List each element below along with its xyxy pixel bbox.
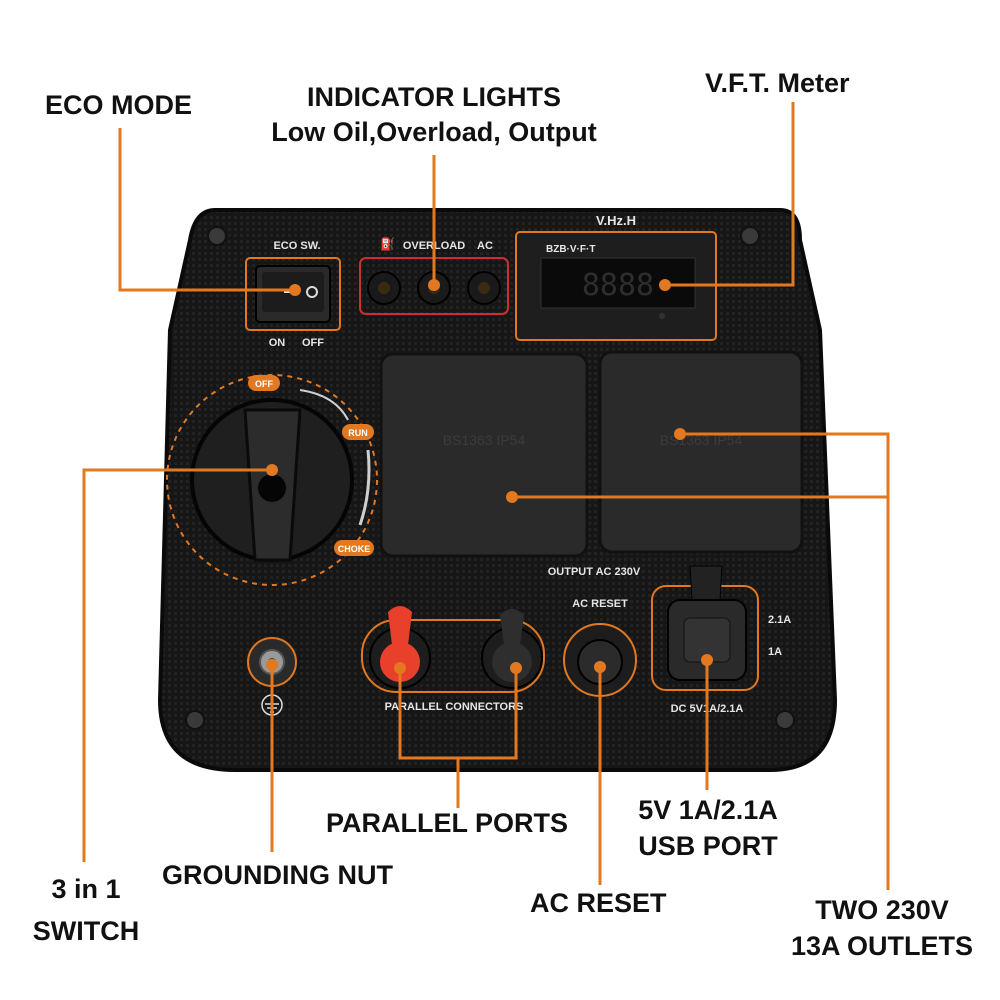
overload-label: OVERLOAD — [403, 240, 465, 252]
ac-reset-button: AC RESET — [563, 598, 637, 697]
indicator-lights-callout: INDICATOR LIGHTS Low Oil,Overload, Outpu… — [243, 80, 625, 150]
outlet-2-text: BS1363 IP54 — [660, 432, 743, 448]
dc-label: DC 5V1A/2.1A — [671, 703, 744, 715]
ac-label: AC — [477, 240, 493, 252]
parallel-ports-callout: PARALLEL PORTS — [326, 808, 569, 838]
meter-header: V.Hz.H — [596, 213, 636, 228]
ac-outlet-1: BS1363 IP54 — [379, 352, 589, 558]
oil-can-icon: ⛽ — [380, 237, 395, 251]
usb-port-callout: 5V 1A/2.1A USB PORT — [628, 792, 788, 864]
outlet-1-text: BS1363 IP54 — [443, 432, 526, 448]
meter-brand: BZB·V·F·T — [546, 244, 595, 255]
usb-callout-line-1: 5V 1A/2.1A — [638, 795, 778, 825]
usb-callout-line-2: USB PORT — [638, 831, 778, 861]
outlets-callout-line-2: 13A OUTLETS — [790, 931, 974, 961]
switch-callout-line-2: SWITCH — [32, 916, 140, 946]
usb-21a-label: 2.1A — [768, 614, 791, 626]
grounding-nut-callout: GROUNDING NUT — [162, 860, 393, 890]
ac-outlet-2: BS1363 IP54 — [598, 350, 804, 554]
dial-run-label: RUN — [348, 428, 368, 438]
eco-sw-label: ECO SW. — [273, 240, 320, 252]
callout-leader-lines — [82, 102, 890, 890]
eco-mode-callout: ECO MODE — [45, 90, 193, 120]
ground-symbol-icon — [261, 694, 283, 716]
dial-choke-label: CHOKE — [338, 544, 371, 554]
vft-meter-callout: V.F.T. Meter — [705, 68, 850, 98]
grounding-nut — [247, 637, 297, 716]
three-in-one-dial: OFF RUN CHOKE — [166, 374, 378, 586]
usb-1a-label: 1A — [768, 646, 782, 658]
dial-off-label: OFF — [255, 379, 273, 389]
eco-on-label: ON — [269, 337, 286, 349]
ac-reset-callout: AC RESET — [530, 888, 667, 918]
eco-switch: ECO SW. ON OFF — [245, 240, 341, 349]
vft-meter: V.Hz.H BZB·V·F·T 8888 — [515, 213, 717, 341]
output-ac-label: OUTPUT AC 230V — [548, 566, 641, 578]
switch-callout-line-1: 3 in 1 — [51, 874, 121, 904]
parallel-connectors: PARALLEL CONNECTORS — [361, 606, 545, 713]
indicator-lights-subtitle: Low Oil,Overload, Output — [271, 117, 597, 147]
three-in-one-switch-callout: 3 in 1 SWITCH — [22, 868, 150, 952]
screw-icon — [185, 226, 795, 730]
ac-reset-panel-label: AC RESET — [572, 598, 628, 610]
parallel-connectors-label: PARALLEL CONNECTORS — [385, 701, 524, 713]
outlets-callout-line-1: TWO 230V — [815, 895, 949, 925]
panel-body — [157, 208, 838, 772]
outlets-callout: TWO 230V 13A OUTLETS — [786, 892, 978, 964]
meter-digits: 8888 — [582, 268, 654, 303]
usb-port: 2.1A 1A DC 5V1A/2.1A — [651, 565, 791, 715]
indicator-lights-title: INDICATOR LIGHTS — [307, 82, 561, 112]
eco-off-label: OFF — [302, 337, 324, 349]
indicator-lights: ⛽ OVERLOAD AC — [359, 237, 509, 315]
